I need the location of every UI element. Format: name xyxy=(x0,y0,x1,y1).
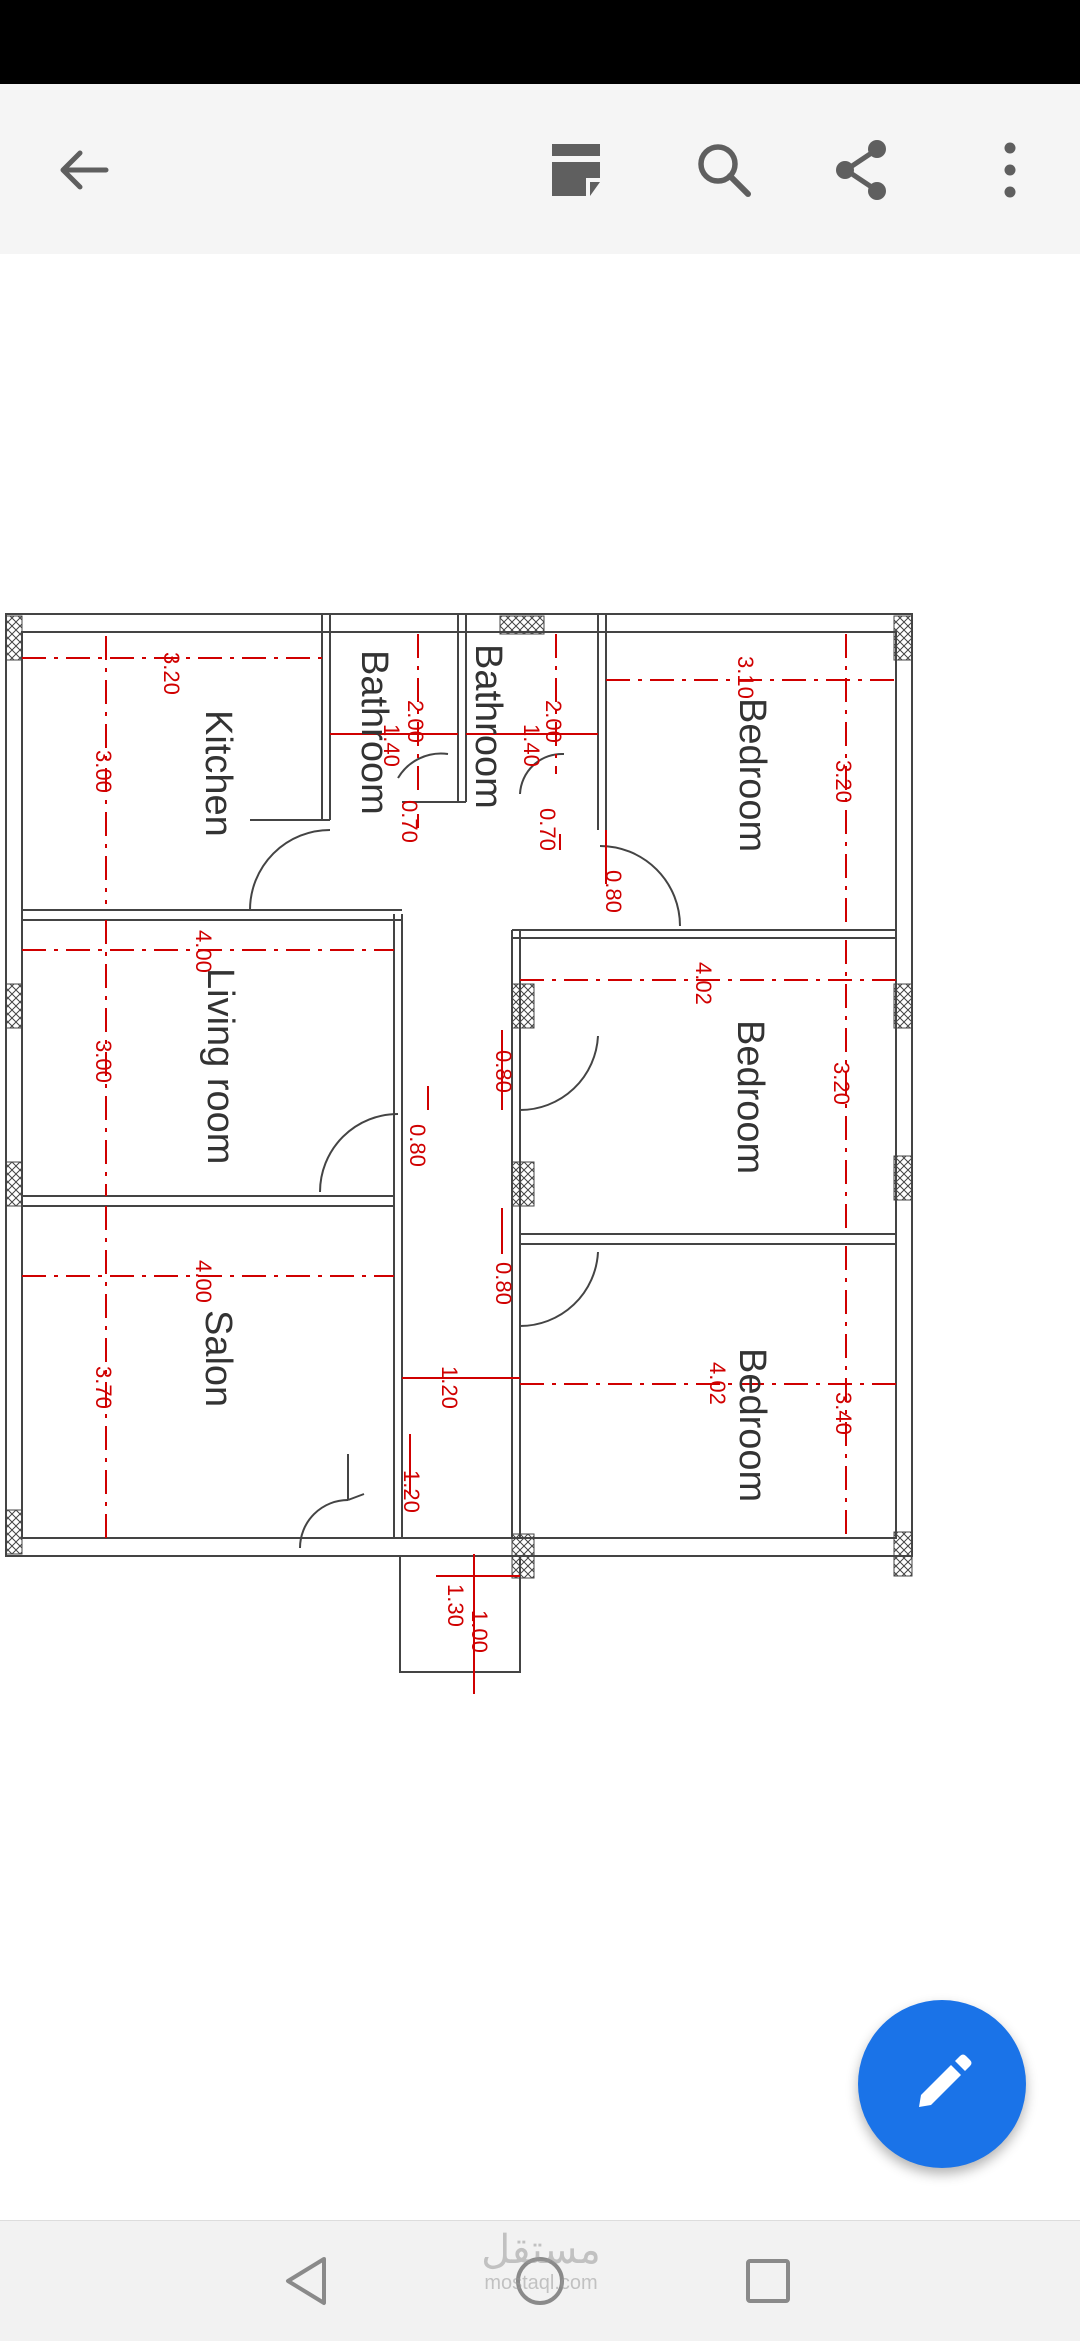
watermark-latin: mostaql.com xyxy=(484,2272,598,2294)
home-circle-icon xyxy=(516,2257,564,2305)
dim-label: 4.00 xyxy=(191,930,216,973)
dim-label: 3.40 xyxy=(831,1392,856,1435)
dim-label: 1.40 xyxy=(379,724,404,767)
doors xyxy=(249,752,681,1549)
nav-recents-button[interactable] xyxy=(728,2241,808,2321)
dim-label: 4.02 xyxy=(705,1362,730,1405)
dim-label: 1.40 xyxy=(519,724,544,767)
search-icon xyxy=(698,144,751,197)
room-label-bedroom-1: Bedroom xyxy=(731,698,773,852)
file-info-icon xyxy=(552,144,600,196)
drawing-viewer[interactable]: Kitchen Bathroom Bathroom Bedroom Living… xyxy=(0,254,1080,2220)
dimension-ticks xyxy=(330,733,607,1694)
app-toolbar xyxy=(0,84,1080,254)
dim-label: 3.00 xyxy=(91,750,116,793)
columns xyxy=(5,615,913,1579)
search-button[interactable] xyxy=(676,122,772,218)
edit-fab-button[interactable] xyxy=(858,2000,1026,2168)
back-triangle-icon xyxy=(286,2257,326,2305)
room-label-salon: Salon xyxy=(197,1310,239,1407)
watermark-arabic: مستقل xyxy=(481,2228,601,2272)
watermark-logo: مستقل mostaql.com xyxy=(466,2228,616,2294)
dim-label: 1.20 xyxy=(437,1366,462,1409)
dim-label: 3.10 xyxy=(733,656,758,699)
room-label-bathroom-2: Bathroom xyxy=(467,644,509,809)
status-bar xyxy=(0,0,1080,84)
dim-label: 0.80 xyxy=(601,870,626,913)
recents-square-icon xyxy=(746,2259,790,2303)
room-labels: Kitchen Bathroom Bathroom Bedroom Living… xyxy=(197,644,773,1502)
back-button[interactable] xyxy=(36,122,132,218)
nav-back-button[interactable] xyxy=(268,2241,348,2321)
dim-label: 0.80 xyxy=(405,1124,430,1167)
dim-label: 0.70 xyxy=(397,800,422,843)
dim-label: 0.80 xyxy=(491,1050,516,1093)
room-label-kitchen: Kitchen xyxy=(197,710,239,837)
dim-label: 0.70 xyxy=(535,808,560,851)
dim-label: 2.00 xyxy=(403,700,428,743)
system-navigation-bar xyxy=(0,2220,1080,2341)
floor-plan: Kitchen Bathroom Bathroom Bedroom Living… xyxy=(5,613,913,1694)
more-options-button[interactable] xyxy=(962,122,1058,218)
share-button[interactable] xyxy=(814,122,910,218)
nav-home-button[interactable] xyxy=(500,2241,580,2321)
share-icon xyxy=(836,140,886,200)
arrow-left-icon xyxy=(60,150,109,190)
dimension-labels: 3.20 3.00 2.00 1.40 0.70 2.00 1.40 0.70 … xyxy=(91,652,856,1653)
dim-label: 1.20 xyxy=(399,1470,424,1513)
room-label-bedroom-3: Bedroom xyxy=(731,1348,773,1502)
dim-label: 3.20 xyxy=(829,1062,854,1105)
dim-label: 1.00 xyxy=(467,1610,492,1653)
room-label-bedroom-2: Bedroom xyxy=(729,1020,771,1174)
room-label-living-room: Living room xyxy=(199,968,241,1164)
more-vert-icon xyxy=(1004,142,1016,198)
dim-label: 2.00 xyxy=(541,700,566,743)
room-label-bathroom-1: Bathroom xyxy=(353,650,395,815)
dim-label: 4.02 xyxy=(691,962,716,1005)
dim-label: 3.70 xyxy=(91,1366,116,1409)
walls xyxy=(5,613,913,1673)
dimension-lines xyxy=(22,634,896,1538)
dim-label: 0.80 xyxy=(491,1262,516,1305)
dim-label: 4.00 xyxy=(191,1260,216,1303)
pencil-icon xyxy=(919,2054,972,2107)
file-info-button[interactable] xyxy=(528,122,624,218)
dim-label: 3.20 xyxy=(831,760,856,803)
dim-label: 3.00 xyxy=(91,1040,116,1083)
dim-label: 1.30 xyxy=(443,1584,468,1627)
dim-label: 3.20 xyxy=(159,652,184,695)
